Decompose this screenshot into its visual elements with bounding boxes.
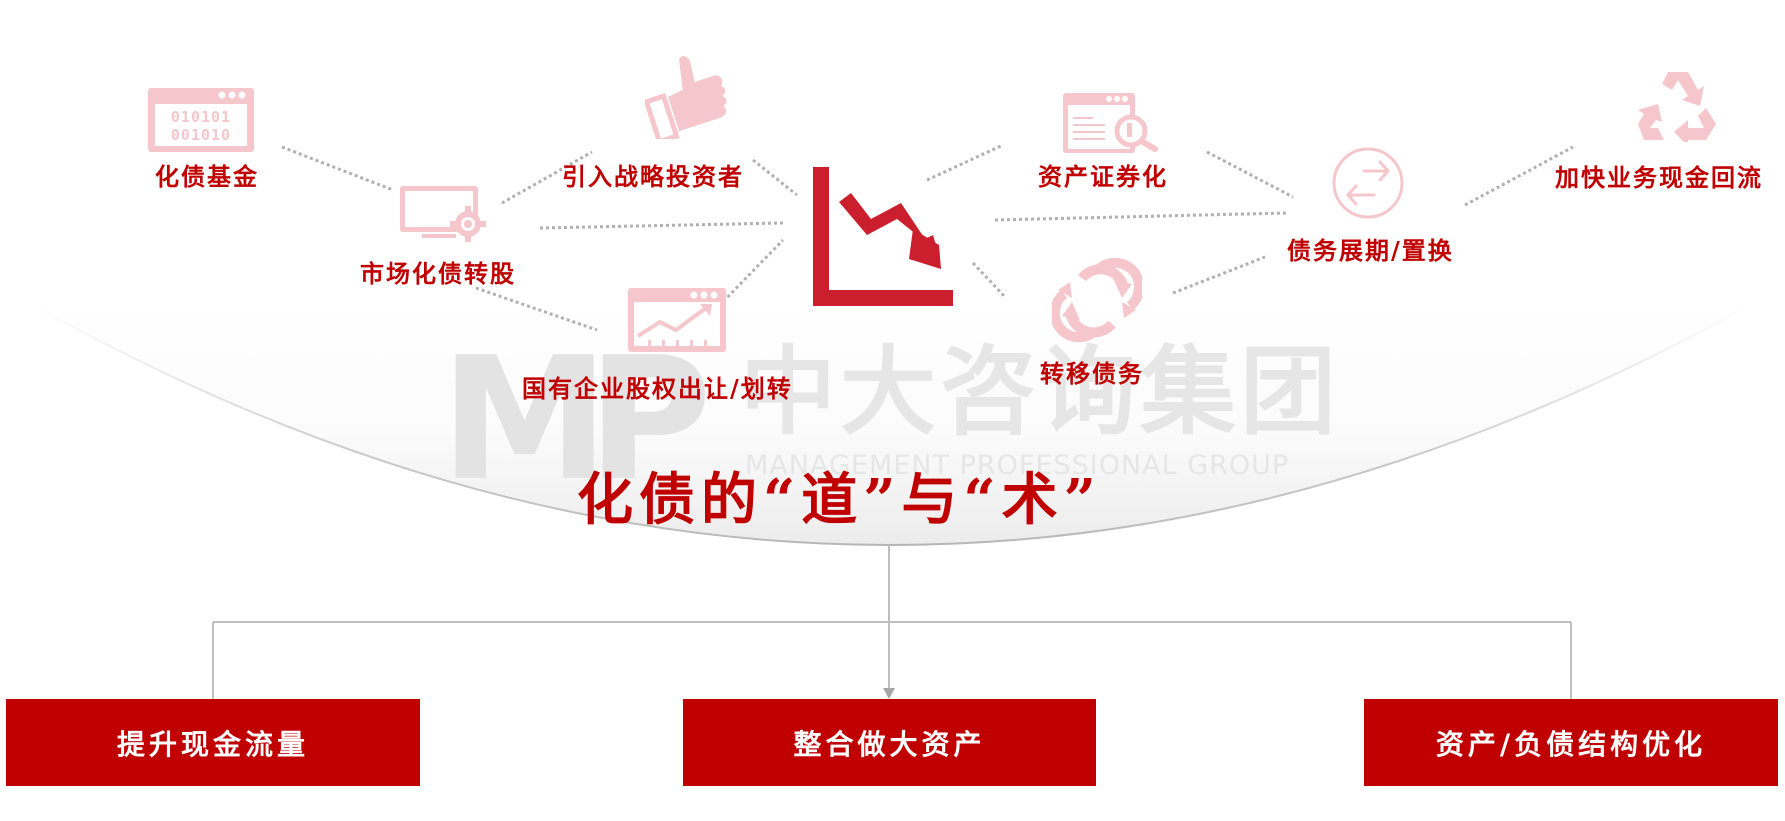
binary-window-icon: 010101 001010: [148, 88, 254, 152]
watermark-company-cn: 中大咨询集团: [740, 336, 1340, 448]
svg-text:001010: 001010: [171, 126, 231, 144]
arrow-head: [883, 688, 895, 699]
dotted-lines: [281, 143, 1574, 332]
method-label-accelerate-cash-return: 加快业务现金回流: [1555, 163, 1763, 192]
method-label-debt-fund: 化债基金: [155, 162, 259, 191]
page-title: 化债的“道”与“术”: [577, 467, 1102, 533]
bowl-rim: [32, 304, 1751, 546]
chart-window-icon: [628, 288, 726, 352]
svg-text:010101: 010101: [171, 108, 231, 126]
document-search-icon: [1063, 93, 1158, 153]
monitor-gear-icon: [400, 186, 486, 242]
chart-down-icon: [813, 167, 953, 306]
outcome-box-structure-optimization: 资产/负债结构优化: [1364, 699, 1778, 786]
watermark-company-en: MANAGEMENT PROFESSIONAL GROUP: [745, 450, 1290, 481]
tree-connectors: [212, 545, 1572, 699]
outcome-box-cash-flow: 提升现金流量: [6, 699, 420, 786]
recycle-icon: [1638, 72, 1716, 142]
method-label-securitization: 资产证券化: [1038, 162, 1168, 191]
method-label-transfer-debt: 转移债务: [1040, 359, 1144, 388]
method-label-equity-transfer: 国有企业股权出让/划转: [522, 374, 793, 403]
thumbs-up-icon: [645, 56, 727, 139]
method-label-debt-to-equity: 市场化债转股: [360, 259, 516, 288]
cycle-arrows-icon: [1052, 258, 1142, 342]
outcome-box-asset-integration: 整合做大资产: [683, 699, 1096, 786]
method-label-strategic-investors: 引入战略投资者: [562, 162, 744, 191]
outcome-label: 资产/负债结构优化: [1435, 727, 1707, 761]
swap-arrows-icon: [1332, 147, 1404, 219]
watermark-logo: MP: [440, 321, 712, 519]
outcome-label: 整合做大资产: [793, 727, 986, 761]
method-label-debt-extension-swap: 债务展期/置换: [1287, 236, 1454, 265]
outcome-label: 提升现金流量: [116, 727, 309, 761]
